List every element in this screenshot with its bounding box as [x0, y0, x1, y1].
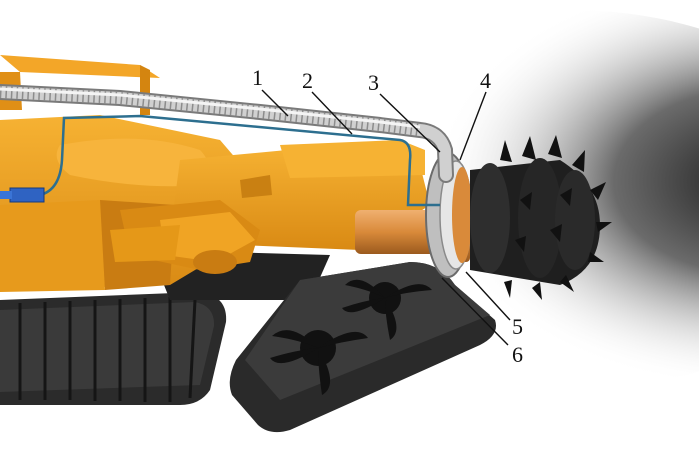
star-wheel-lower — [270, 330, 368, 395]
callout-1: 1 — [252, 65, 263, 90]
loading-shovel — [229, 262, 496, 433]
leader-line-1 — [261, 89, 289, 117]
leader-line-2 — [311, 91, 353, 135]
leader-line-4 — [459, 91, 487, 161]
valve-box — [0, 187, 45, 203]
cutter-head — [470, 135, 612, 300]
callout-labels: 1 2 3 4 5 6 — [252, 65, 523, 367]
star-wheel-upper — [342, 279, 432, 340]
callout-3: 3 — [368, 70, 379, 95]
corrugated-hose — [0, 84, 454, 183]
callout-4: 4 — [480, 68, 491, 93]
callout-2: 2 — [302, 68, 313, 93]
water-line — [39, 114, 440, 207]
callout-5: 5 — [512, 314, 523, 339]
leader-line-5 — [465, 271, 511, 321]
callout-6: 6 — [512, 342, 523, 367]
leader-lines — [261, 89, 511, 346]
leader-line-6 — [441, 277, 509, 346]
leader-line-3 — [379, 93, 441, 153]
